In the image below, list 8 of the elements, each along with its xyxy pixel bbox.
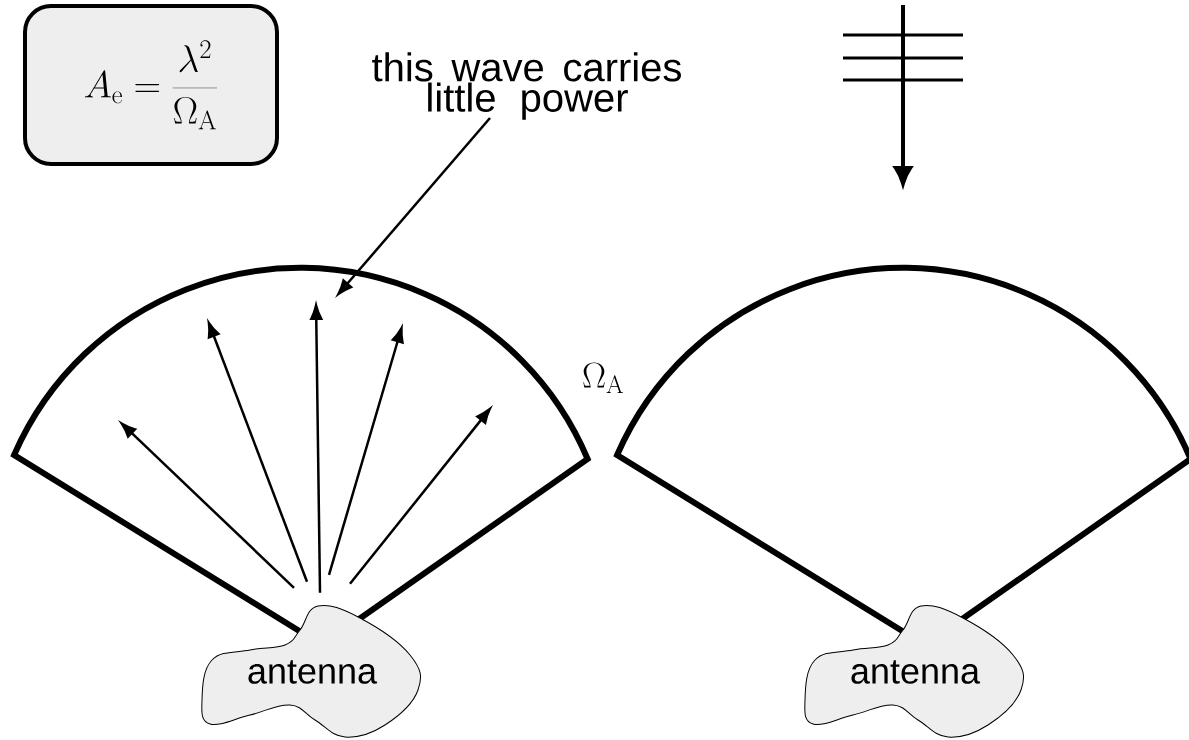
leader-line [337, 117, 491, 296]
arrow [120, 422, 295, 589]
angle-label: $\Omega_\mathrm{A}$ [583, 362, 623, 393]
antenna-blob: antenna [201, 604, 422, 738]
annotation-text: this wave carries little power [372, 52, 681, 120]
arrow [207, 321, 309, 583]
formula-box: $A_\mathrm{e} = \frac{\lambda^2}{\Omega_\mathrm{A}}$ [23, 4, 279, 166]
antenna-blob: antenna [804, 604, 1025, 738]
